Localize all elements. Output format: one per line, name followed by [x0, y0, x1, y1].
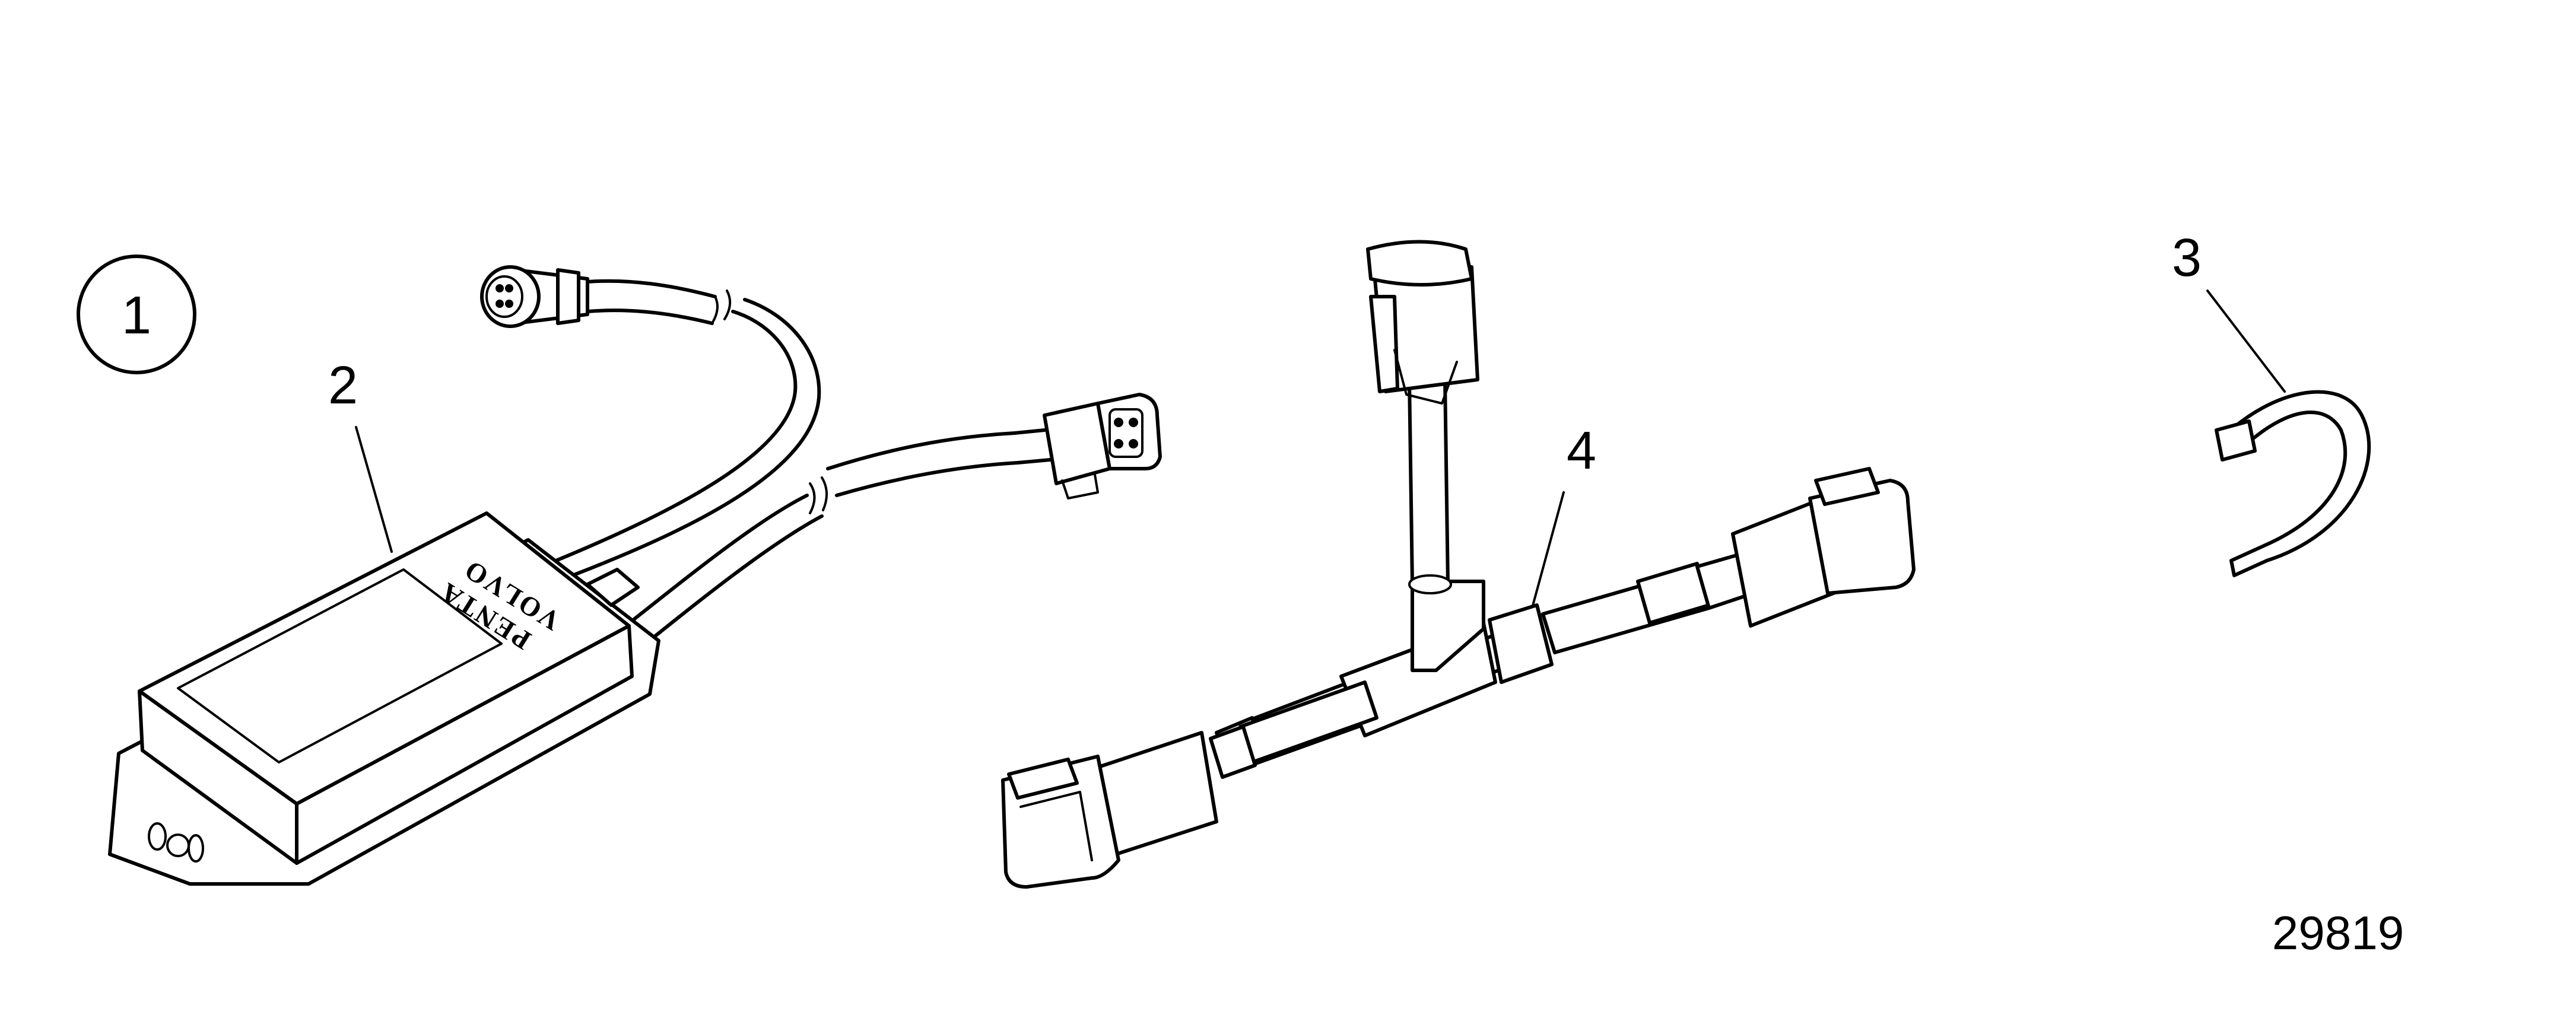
- round-connector: [480, 265, 589, 328]
- rectangular-connector: [1013, 393, 1162, 500]
- control-module: VOLVO PENTA: [108, 511, 660, 886]
- kit-number-badge: 1: [77, 254, 196, 374]
- y-harness: [1001, 240, 1916, 889]
- callout-cable-tie: 3: [2172, 228, 2286, 393]
- callout-label-cable-tie: 3: [2172, 228, 2202, 288]
- cable-tie: [2215, 390, 2371, 577]
- callout-label-module: 2: [328, 356, 358, 415]
- callout-label-y-harness: 4: [1567, 421, 1596, 481]
- callout-y-harness: 4: [1527, 421, 1596, 624]
- leader-line-module: [355, 426, 393, 553]
- callout-module: 2: [328, 356, 393, 553]
- leader-line-cable-tie: [2206, 290, 2286, 393]
- kit-number: 1: [122, 286, 151, 345]
- leader-line-y-harness: [1527, 491, 1565, 624]
- reference-number: 29819: [2272, 906, 2404, 959]
